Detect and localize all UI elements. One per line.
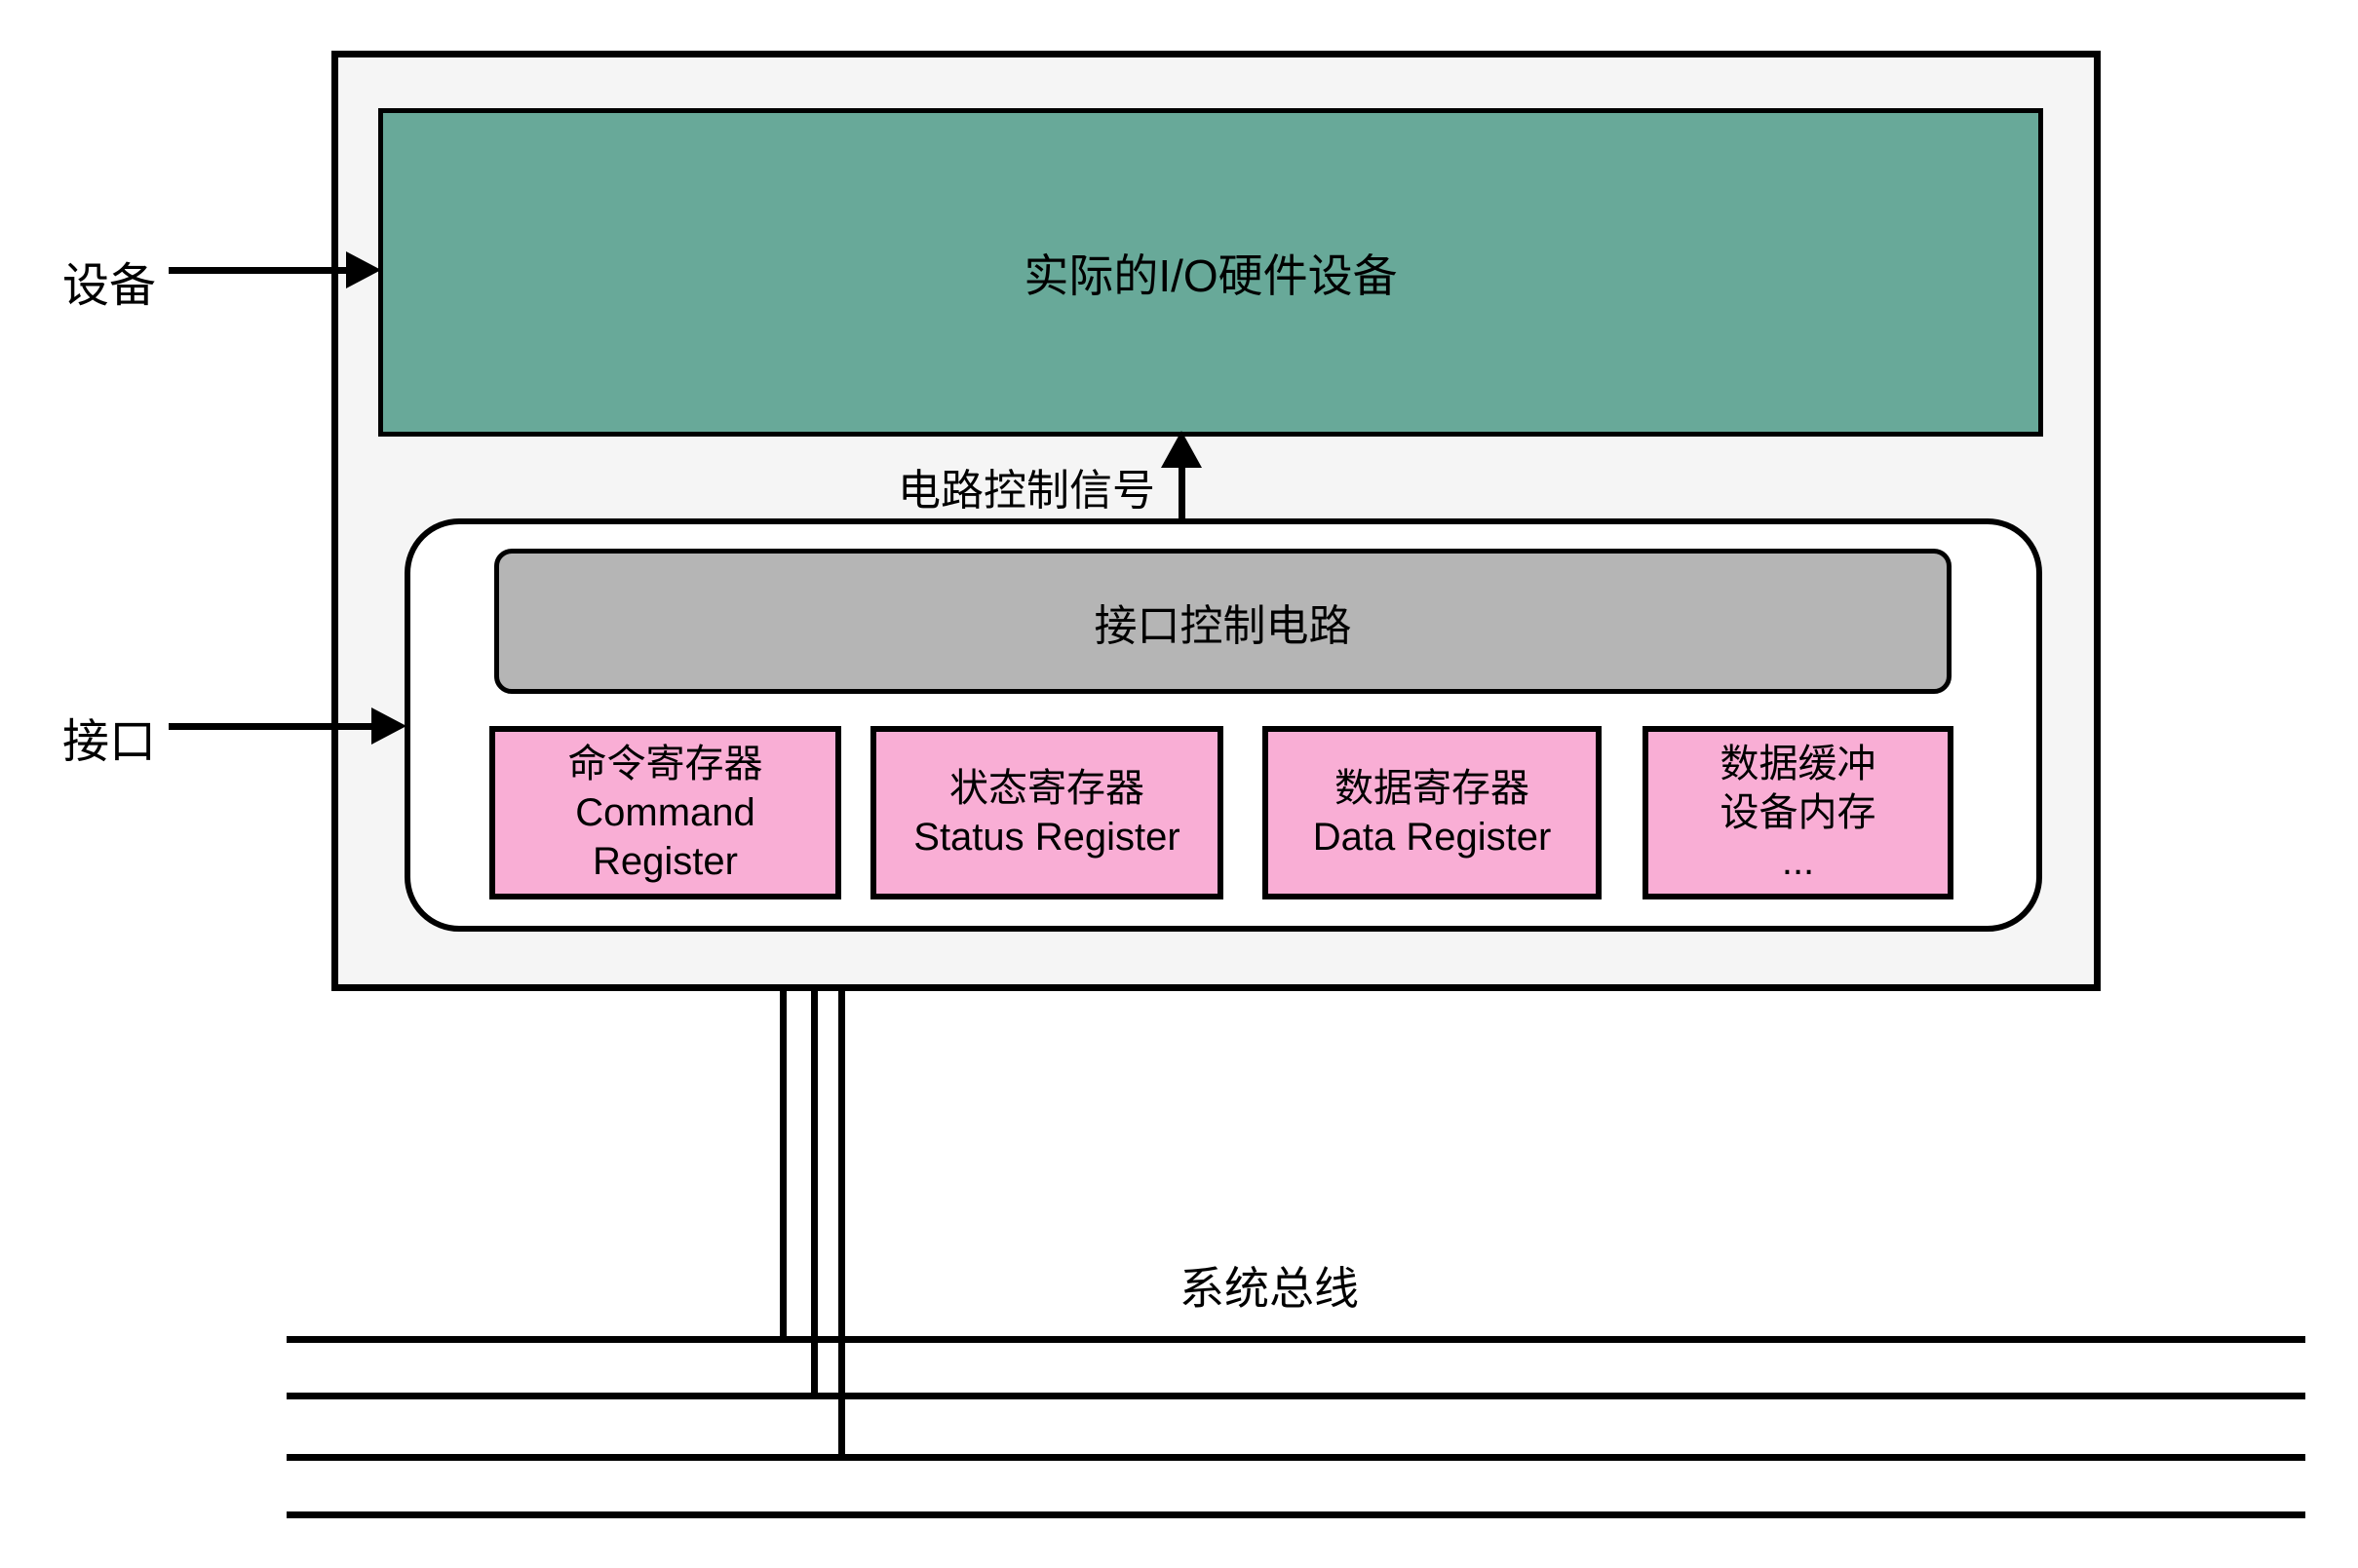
register-line: 状态寄存器 bbox=[949, 767, 1144, 810]
interface-label: 接口 bbox=[62, 716, 157, 768]
register-line: Register bbox=[593, 840, 738, 883]
bus-line-1 bbox=[287, 1336, 2305, 1343]
bus-connector-1 bbox=[780, 988, 787, 1343]
bus-line-2 bbox=[287, 1393, 2305, 1399]
bus-line-4 bbox=[287, 1511, 2305, 1518]
control-signal-arrow-line bbox=[1179, 464, 1185, 520]
hardware-device-label: 实际的I/O硬件设备 bbox=[1024, 249, 1398, 301]
register-line: 命令寄存器 bbox=[567, 743, 763, 785]
circuit-control-signal-label: 电路控制信号 bbox=[898, 467, 1155, 515]
register-box-command: 命令寄存器 Command Register bbox=[489, 726, 841, 899]
bus-line-3 bbox=[287, 1454, 2305, 1461]
register-box-status: 状态寄存器 Status Register bbox=[870, 726, 1223, 899]
register-line: 数据寄存器 bbox=[1334, 767, 1529, 810]
control-signal-arrow-head bbox=[1161, 431, 1202, 468]
hardware-device-box: 实际的I/O硬件设备 bbox=[378, 108, 2043, 437]
device-arrow-head bbox=[346, 251, 381, 288]
device-arrow-line bbox=[169, 267, 348, 274]
register-line: Data Register bbox=[1312, 816, 1552, 859]
register-box-buffer: 数据缓冲 设备内存 ... bbox=[1643, 726, 1953, 899]
register-line: 数据缓冲 bbox=[1720, 743, 1876, 785]
system-bus-label: 系统总线 bbox=[1179, 1263, 1359, 1314]
register-line: ... bbox=[1781, 840, 1815, 883]
interface-arrow-line bbox=[169, 723, 373, 730]
interface-arrow-head bbox=[371, 708, 406, 745]
bus-connector-2 bbox=[811, 988, 818, 1399]
register-line: Status Register bbox=[913, 816, 1180, 859]
register-line: 设备内存 bbox=[1720, 791, 1876, 834]
device-label: 设备 bbox=[62, 260, 157, 312]
register-line: Command bbox=[575, 791, 755, 834]
interface-control-circuit-box: 接口控制电路 bbox=[494, 549, 1952, 694]
interface-control-circuit-label: 接口控制电路 bbox=[1094, 601, 1352, 650]
register-box-data: 数据寄存器 Data Register bbox=[1262, 726, 1602, 899]
bus-connector-3 bbox=[838, 988, 845, 1461]
